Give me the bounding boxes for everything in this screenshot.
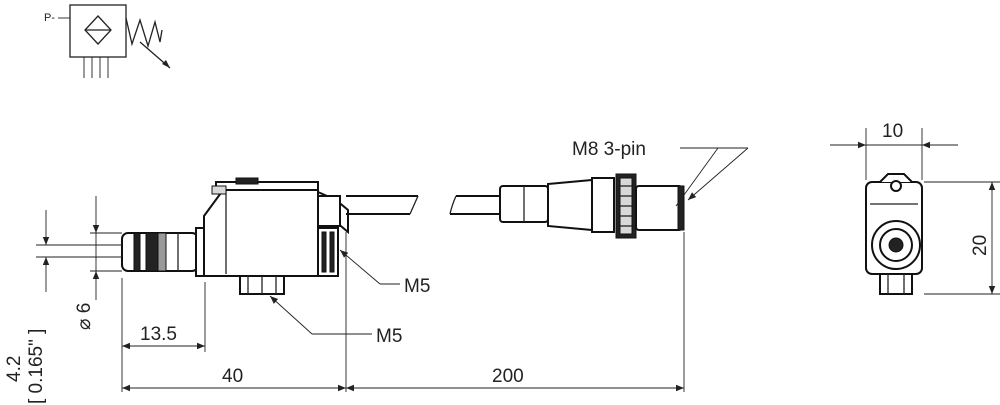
sensor-body-front bbox=[121, 177, 349, 295]
dim-13-5: 13.5 bbox=[140, 324, 177, 345]
m8-connector bbox=[499, 173, 685, 239]
dim-width: 10 bbox=[882, 121, 903, 142]
connector-label: M8 3-pin bbox=[572, 139, 646, 160]
diaphragm-icon bbox=[84, 15, 112, 45]
dim-200: 200 bbox=[492, 366, 524, 387]
dim-40: 40 bbox=[222, 366, 243, 387]
dimension-lines bbox=[36, 128, 1000, 392]
port-label: P- bbox=[44, 12, 55, 24]
cable bbox=[346, 195, 500, 215]
dim-4-2: 4.2 bbox=[4, 356, 25, 382]
dim-height: 20 bbox=[970, 235, 991, 256]
dim-inch: [ 0.165" ] bbox=[26, 329, 47, 404]
spring-icon bbox=[125, 17, 163, 49]
thread-label-right: M5 bbox=[404, 276, 430, 297]
thread-label-bottom: M5 bbox=[376, 326, 402, 347]
pressure-switch-symbol: P- bbox=[44, 4, 171, 78]
dim-diameter: ⌀ 6 bbox=[74, 303, 95, 330]
sensor-body-side bbox=[865, 173, 923, 295]
